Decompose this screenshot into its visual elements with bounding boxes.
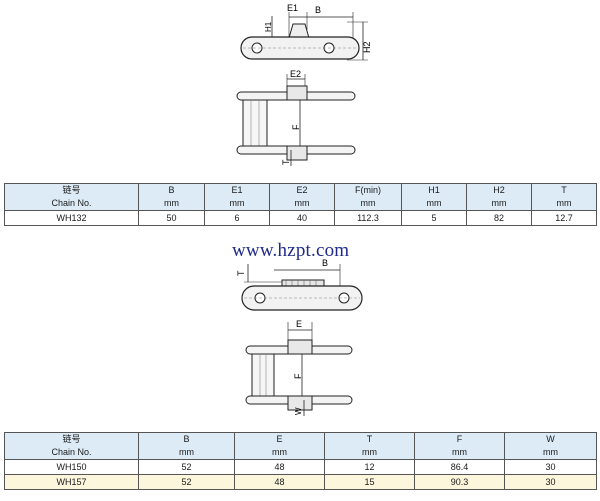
cell-chain-no: WH132 — [4, 210, 139, 226]
table-row: WH157 52 48 15 90.3 30 — [4, 474, 597, 490]
cell-h1: 5 — [401, 210, 467, 226]
dim-label-e: E — [296, 319, 302, 329]
dim-label-h2: H2 — [362, 41, 372, 53]
dim-label-t: T — [281, 159, 291, 165]
dim-label-e2: E2 — [290, 69, 301, 79]
dim-label-b2: B — [322, 258, 328, 268]
cell-b: 52 — [138, 459, 235, 475]
header-f-min: F(min)mm — [334, 183, 402, 211]
cell-h2: 82 — [466, 210, 532, 226]
cell-chain-no: WH150 — [4, 459, 139, 475]
cell-t: 15 — [324, 474, 415, 490]
cell-f: 90.3 — [414, 474, 505, 490]
cell-b: 52 — [138, 474, 235, 490]
cell-e1: 6 — [204, 210, 270, 226]
chain-link-top-view-diagram-1: E1 B H1 H2 — [240, 3, 372, 61]
dim-label-f: F — [291, 124, 301, 130]
cell-w: 30 — [504, 474, 597, 490]
table-row: WH132 50 6 40 112.3 5 82 12.7 — [4, 210, 597, 226]
cell-e2: 40 — [269, 210, 335, 226]
cell-e: 48 — [234, 474, 325, 490]
dim-label-f2: F — [293, 373, 303, 379]
watermark-text: www.hzpt.com — [232, 240, 350, 261]
chain-link-top-view-diagram-2: T B — [236, 258, 363, 311]
dim-label-h1: H1 — [264, 21, 273, 32]
cell-w: 30 — [504, 459, 597, 475]
cell-t: 12 — [324, 459, 415, 475]
table-row: WH150 52 48 12 86.4 30 — [4, 459, 597, 475]
dim-label-e1: E1 — [287, 3, 298, 13]
cell-f: 86.4 — [414, 459, 505, 475]
cell-b: 50 — [138, 210, 205, 226]
cell-chain-no: WH157 — [4, 474, 139, 490]
chain-link-side-view-diagram-1: E2 F T — [236, 69, 356, 166]
cell-t: 12.7 — [531, 210, 597, 226]
cell-f-min: 112.3 — [334, 210, 402, 226]
dim-label-b: B — [315, 5, 321, 15]
chain-link-side-view-diagram-2: E F W — [245, 319, 353, 416]
cell-e: 48 — [234, 459, 325, 475]
dim-label-w: W — [294, 407, 303, 415]
dim-label-t2: T — [236, 270, 246, 276]
